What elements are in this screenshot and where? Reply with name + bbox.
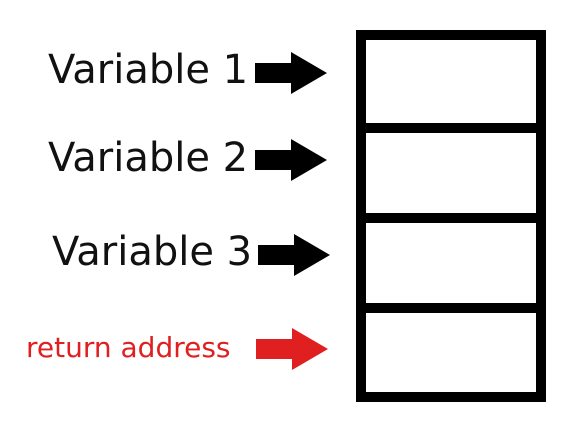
arrow-right-icon — [255, 139, 327, 181]
label-variable-2: Variable 2 — [48, 135, 249, 181]
arrow-right-icon — [256, 328, 328, 370]
stack-slot-variable-3 — [366, 223, 536, 303]
stack-slot-variable-1 — [366, 40, 536, 123]
arrow-right-icon — [258, 234, 330, 276]
stack-slot-variable-2 — [366, 133, 536, 213]
stack-divider — [366, 213, 536, 223]
arrow-right-icon — [255, 52, 327, 94]
stack-frame-box — [356, 30, 546, 402]
label-variable-3: Variable 3 — [52, 229, 253, 275]
stack-divider — [366, 123, 536, 133]
stack-slot-return-address — [366, 313, 536, 392]
stack-divider — [366, 303, 536, 313]
label-variable-1: Variable 1 — [48, 47, 249, 93]
label-return-address: return address — [26, 331, 231, 364]
